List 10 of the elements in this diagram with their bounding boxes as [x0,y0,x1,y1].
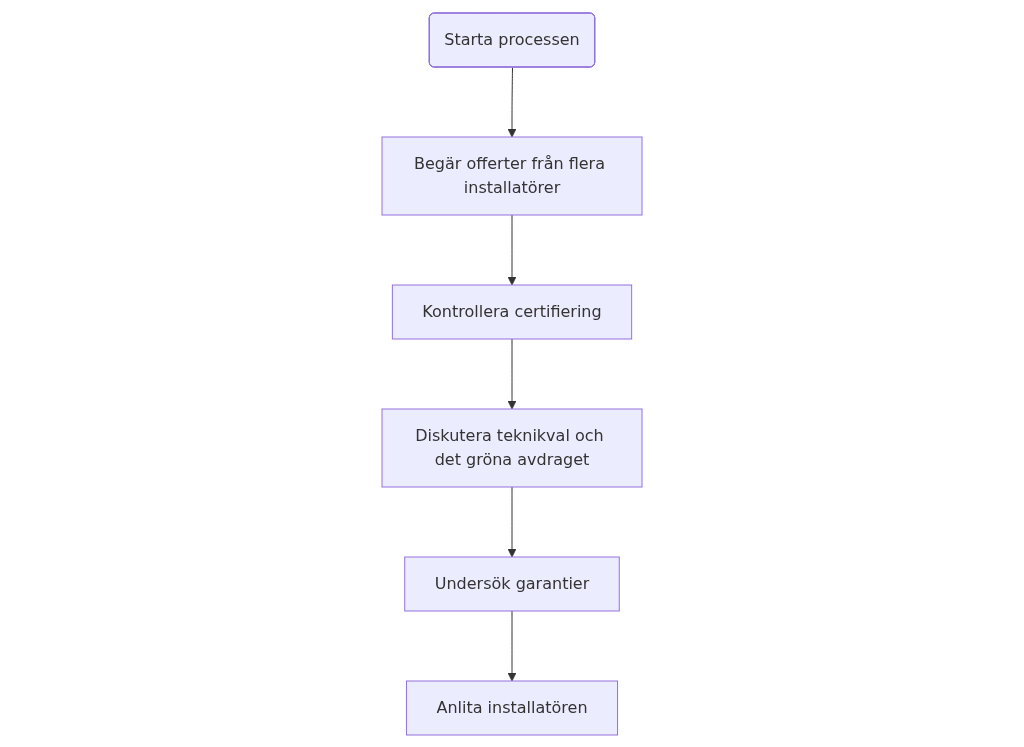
node-box: Undersök garantier [404,556,620,611]
arrow [507,486,517,557]
arrow [507,214,517,285]
node-box: Diskutera teknikval och det gröna avdraget [381,408,643,487]
arrow [507,66,517,137]
arrow [507,338,517,409]
node-box: Begär offerter från flera installatörer [381,136,643,215]
arrow [507,610,517,681]
node-box: Kontrollera certifiering [391,284,633,339]
node-box: Anlita installatören [405,680,619,735]
